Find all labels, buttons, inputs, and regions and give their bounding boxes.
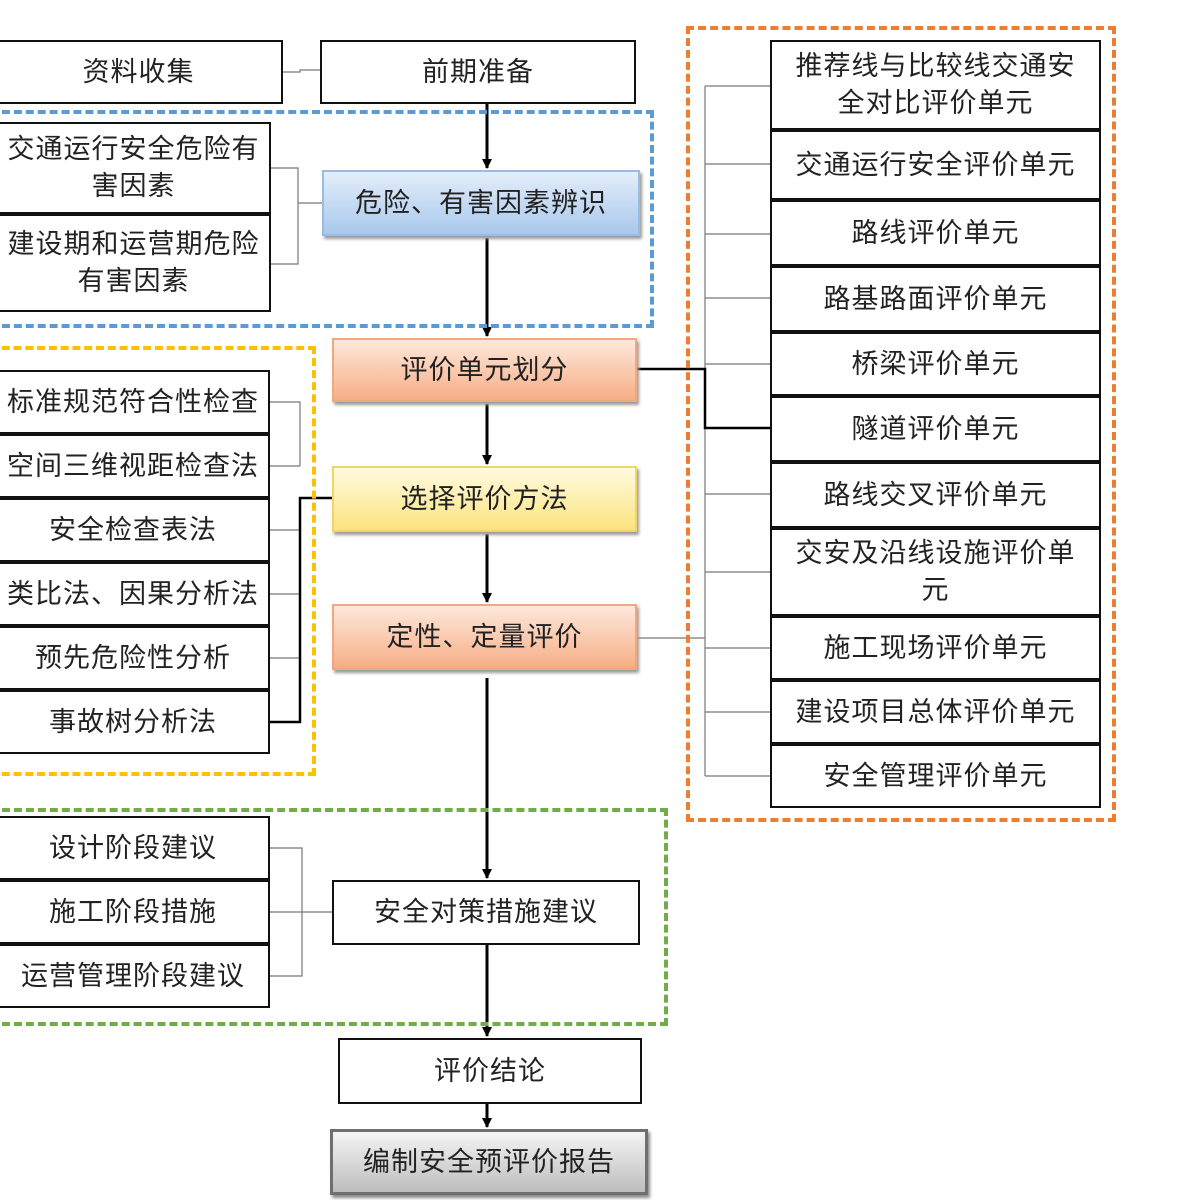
- eval-unit-item: 隧道评价单元: [770, 396, 1101, 462]
- eval-unit-item: 安全管理评价单元: [770, 744, 1101, 808]
- eval-unit-item: 路线交叉评价单元: [770, 462, 1101, 528]
- eval-unit-item: 建设项目总体评价单元: [770, 680, 1101, 744]
- eval-unit-item: 交通运行安全评价单元: [770, 130, 1101, 200]
- eval-unit-item: 路基路面评价单元: [770, 266, 1101, 332]
- hazard-identification-box: 危险、有害因素辨识: [322, 170, 640, 236]
- eval-unit-item: 施工现场评价单元: [770, 616, 1101, 680]
- eval-units-group-border: [686, 26, 1116, 822]
- data-collection-box: 资料收集: [0, 40, 283, 104]
- suggestion-item: 施工阶段措施: [0, 880, 270, 944]
- method-item: 预先危险性分析: [0, 626, 270, 690]
- methods-group-border: [0, 346, 316, 776]
- suggestion-item: 运营管理阶段建议: [0, 944, 270, 1008]
- method-item: 事故树分析法: [0, 690, 270, 754]
- suggestions-group-border: [0, 808, 668, 1026]
- method-item: 类比法、因果分析法: [0, 562, 270, 626]
- suggestion-item: 设计阶段建议: [0, 816, 270, 880]
- eval-unit-item: 推荐线与比较线交通安全对比评价单元: [770, 40, 1101, 130]
- method-item: 空间三维视距检查法: [0, 434, 270, 498]
- method-selection-box: 选择评价方法: [332, 466, 637, 532]
- eval-unit-item: 桥梁评价单元: [770, 332, 1101, 396]
- hazard-factor-item: 建设期和运营期危险有害因素: [0, 214, 271, 312]
- evaluation-box: 定性、定量评价: [332, 604, 637, 670]
- preparation-box: 前期准备: [320, 40, 636, 104]
- eval-unit-item: 路线评价单元: [770, 200, 1101, 266]
- conclusion-box: 评价结论: [338, 1038, 642, 1104]
- eval-unit-item: 交安及沿线设施评价单元: [770, 528, 1101, 616]
- countermeasures-box: 安全对策措施建议: [332, 880, 640, 945]
- report-box: 编制安全预评价报告: [330, 1129, 648, 1195]
- hazard-group-border: [0, 110, 654, 328]
- hazard-factor-item: 交通运行安全危险有害因素: [0, 122, 271, 214]
- method-item: 标准规范符合性检查: [0, 370, 270, 434]
- unit-division-box: 评价单元划分: [332, 338, 637, 402]
- method-item: 安全检查表法: [0, 498, 270, 562]
